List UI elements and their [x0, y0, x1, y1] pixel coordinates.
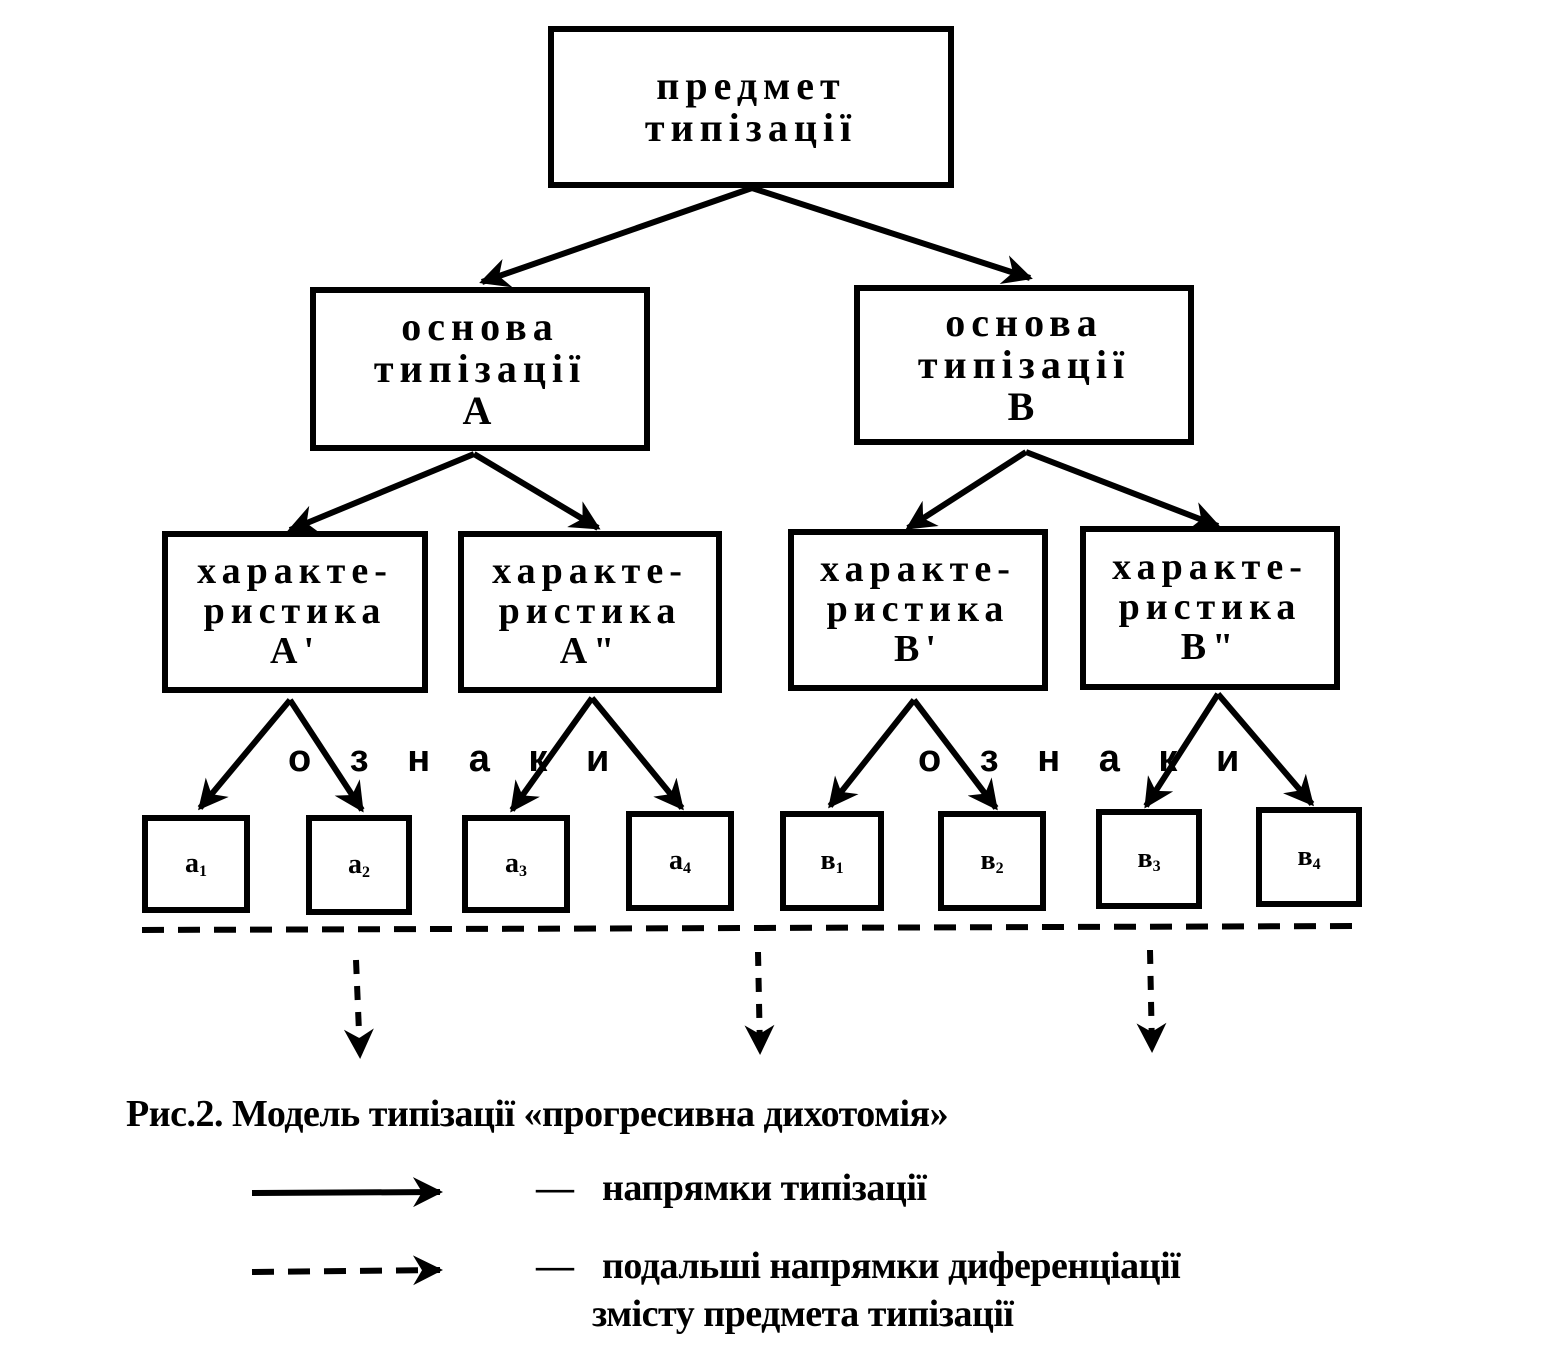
char-box-a1: характе- ристика А': [162, 531, 428, 693]
root-box: предмет типізації: [548, 26, 954, 188]
dashed-arrow-right: [1136, 949, 1167, 1053]
feature-box-a2: а2: [306, 815, 412, 915]
dashed-baseline: [141, 923, 1361, 933]
arrow-base-b-to-char-b2: [1024, 449, 1221, 531]
legend-solid-label: напрямки типізації: [602, 1167, 927, 1209]
base-box-b: основа типізації В: [854, 285, 1194, 445]
feature-a3-label: а3: [505, 847, 527, 880]
arrow-char-a2-to-a3: [509, 696, 595, 813]
arrow-root-to-base-b: [751, 185, 1033, 284]
legend-dashed-arrow: [251, 1255, 443, 1286]
arrow-char-b2-to-b3: [1143, 692, 1221, 809]
arrow-char-b1-to-b2: [911, 698, 999, 811]
legend-dashed-dash: —: [536, 1245, 574, 1287]
base-a-line1: основа: [401, 304, 559, 349]
base-b-line2: типізації: [917, 342, 1131, 387]
legend-dashed-label-line2: змісту предмета типізації: [592, 1293, 1014, 1335]
feature-b1-label: в1: [820, 844, 844, 877]
arrow-base-a-to-char-a2: [472, 451, 601, 531]
char-a2-line2: ристика: [498, 590, 682, 633]
char-a1-line1: характе-: [197, 550, 393, 593]
base-b-line1: основа: [945, 300, 1103, 345]
arrow-char-b2-to-b4: [1215, 692, 1315, 807]
char-box-b1: характе- ристика В': [788, 529, 1048, 691]
feature-box-b4: в4: [1256, 807, 1362, 907]
legend-solid-dash: —: [536, 1167, 574, 1209]
arrow-char-a1-to-a1: [197, 698, 293, 811]
dashed-arrow-left: [343, 959, 374, 1059]
feature-box-a3: а3: [462, 815, 570, 913]
features-label-left: о з н а к и: [288, 738, 610, 780]
char-b2-line1: характе-: [1112, 546, 1308, 589]
arrow-base-b-to-char-b1: [905, 449, 1028, 531]
char-box-a2: характе- ристика А": [458, 531, 722, 693]
features-label-right: о з н а к и: [918, 738, 1240, 780]
base-a-line2: типізації: [373, 346, 587, 391]
char-a2-line1: характе-: [492, 550, 688, 593]
feature-a2-label: а2: [348, 848, 370, 881]
arrow-char-b1-to-b1: [827, 698, 917, 809]
feature-a4-label: а4: [669, 844, 691, 877]
char-b2-line2: ристика: [1118, 586, 1302, 629]
figure-caption: Рис.2. Модель типізації «прогресивна дих…: [126, 1093, 949, 1135]
feature-box-a4: а4: [626, 811, 734, 911]
feature-b3-label: в3: [1137, 842, 1161, 875]
char-b1-line1: характе-: [820, 548, 1016, 591]
legend-solid-arrow: [251, 1177, 443, 1208]
legend-dashed-label-line1: подальші напрямки диференціації: [602, 1245, 1181, 1287]
base-b-letter: В: [1007, 384, 1041, 429]
char-a1-letter: А': [270, 629, 320, 672]
arrow-root-to-base-a: [479, 185, 753, 288]
char-b2-letter: В": [1180, 625, 1240, 668]
root-line1: предмет: [656, 63, 846, 108]
base-a-letter: А: [462, 388, 498, 433]
char-box-b2: характе- ристика В": [1080, 526, 1340, 690]
feature-box-a1: а1: [142, 815, 250, 913]
feature-a1-label: а1: [185, 847, 207, 880]
arrow-char-a2-to-a4: [589, 696, 685, 811]
char-b1-letter: В': [894, 627, 942, 670]
feature-b2-label: в2: [980, 844, 1004, 877]
feature-b4-label: в4: [1297, 840, 1321, 873]
root-line2: типізації: [644, 105, 858, 150]
dashed-arrow-middle: [744, 951, 775, 1055]
char-b1-line2: ристика: [826, 588, 1010, 631]
feature-box-b3: в3: [1096, 809, 1202, 909]
char-a1-line2: ристика: [203, 590, 387, 633]
feature-box-b2: в2: [938, 811, 1046, 911]
arrow-char-a1-to-a2: [287, 698, 365, 813]
base-box-a: основа типізації А: [310, 287, 650, 451]
char-a2-letter: А": [559, 629, 621, 672]
feature-box-b1: в1: [780, 811, 884, 911]
arrow-base-a-to-char-a1: [287, 451, 476, 534]
